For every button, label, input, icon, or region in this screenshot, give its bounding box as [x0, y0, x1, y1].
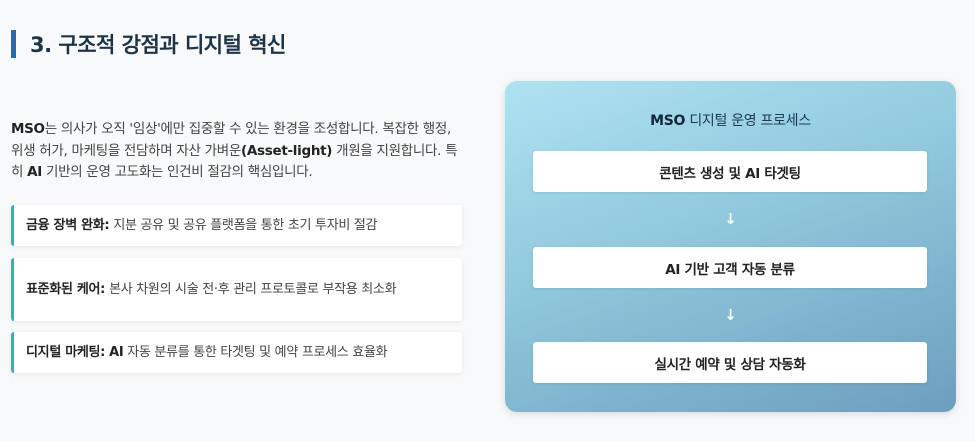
feature-text: 지분 공유 및 공유 플랫폼을 통한 초기 투자비 절감 — [113, 218, 378, 233]
feature-label: 금융 장벽 완화: — [26, 218, 110, 233]
feature-card-finance: 금융 장벽 완화:지분 공유 및 공유 플랫폼을 통한 초기 투자비 절감 — [11, 205, 462, 246]
feature-card-care: 표준화된 케어:본사 차원의 시술 전·후 관리 프로토콜로 부작용 최소화 — [11, 258, 462, 321]
process-title: MSO 디지털 운영 프로세스 — [505, 110, 956, 130]
feature-text: 본사 차원의 시술 전·후 관리 프로토콜로 부작용 최소화 — [109, 282, 397, 297]
page-title: 3. 구조적 강점과 디지털 혁신 — [11, 30, 286, 58]
process-title-text: 디지털 운영 프로세스 — [685, 113, 811, 129]
process-step-2: AI 기반 고객 자동 분류 — [533, 247, 927, 288]
feature-label: 디지털 마케팅: — [26, 345, 106, 360]
process-title-bold: MSO — [650, 113, 686, 129]
intro-text-1: 는 의사가 오직 '임상'에만 집중할 수 있는 환경을 조성합니다. 복잡한 … — [11, 121, 451, 159]
intro-paragraph: MSO는 의사가 오직 '임상'에만 집중할 수 있는 환경을 조성합니다. 복… — [11, 119, 466, 184]
process-step-1: 콘텐츠 생성 및 AI 타겟팅 — [533, 151, 927, 192]
process-step-3: 실시간 예약 및 상담 자동화 — [533, 342, 927, 383]
intro-mso: MSO — [11, 121, 45, 137]
process-panel: MSO 디지털 운영 프로세스 콘텐츠 생성 및 AI 타겟팅 ↓ AI 기반 … — [505, 81, 956, 412]
feature-card-marketing: 디지털 마케팅:AI 자동 분류를 통한 타겟팅 및 예약 프로세스 효율화 — [11, 332, 462, 373]
intro-asset-light: (Asset-light) — [241, 142, 333, 159]
arrow-down-icon: ↓ — [724, 210, 737, 228]
arrow-down-icon: ↓ — [724, 306, 737, 324]
feature-label: 표준화된 케어: — [26, 282, 106, 297]
intro-text-3: 기반의 운영 고도화는 인건비 절감의 핵심입니다. — [42, 164, 313, 180]
feature-text: 자동 분류를 통한 타겟팅 및 예약 프로세스 효율화 — [123, 345, 388, 360]
feature-ai: AI — [109, 345, 124, 360]
intro-ai: AI — [27, 164, 42, 180]
intro-text-2: 개원을 지원합니다. 특히 — [11, 142, 458, 181]
